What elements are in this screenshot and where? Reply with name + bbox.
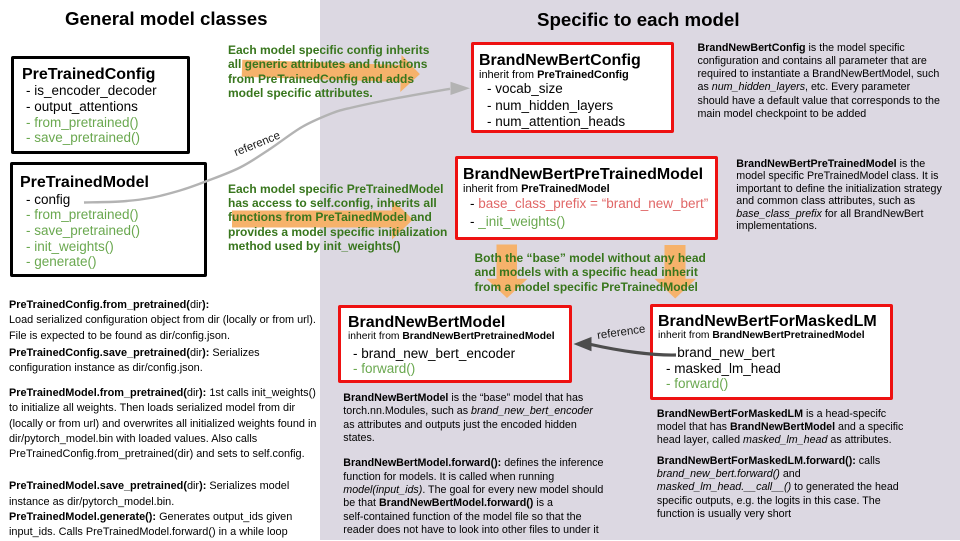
class-title: BrandNewBertPreTrainedModel xyxy=(463,166,704,183)
class-title: BrandNewBertConfig xyxy=(479,52,641,69)
class-title: BrandNewBertForMaskedLM xyxy=(658,312,877,330)
inherit-from-line: inherit from PreTrainedModel xyxy=(463,183,610,195)
class-box-brandnewbertmodel: BrandNewBertModel inherit from BrandNewB… xyxy=(338,305,572,383)
inherit-from-line: inherit from BrandNewBertPretrainedModel xyxy=(348,331,555,342)
description-brandnewbertformaskedlm: BrandNewBertForMaskedLM is a head-specif… xyxy=(656,407,904,446)
class-title: PreTrainedModel xyxy=(20,173,149,191)
reference-label-top: reference xyxy=(232,129,283,159)
class-members: - brand_new_bert_encoder- forward() xyxy=(353,345,516,377)
heading-general-model-classes: General model classes xyxy=(65,8,268,29)
inherit-from-line: inherit from BrandNewBertPretrainedModel xyxy=(658,329,865,341)
heading-specific-to-each-model: Specific to each model xyxy=(537,8,740,30)
description-brandnewbertmodel: BrandNewBertModel is the “base” model th… xyxy=(343,392,593,444)
doc-pretrainedconfig-save-pretrained: PreTrainedConfig.save_pretrained(dir): S… xyxy=(9,346,260,375)
inherit-from-line: inherit from PreTrainedConfig xyxy=(479,69,629,81)
class-box-brandnewbertconfig: BrandNewBertConfig inherit from PreTrain… xyxy=(471,42,674,133)
doc-pretrainedconfig-from-pretrained: PreTrainedConfig.from_pretrained(dir):Lo… xyxy=(9,298,316,342)
class-box-brandnewbertpretrainedmodel: BrandNewBertPreTrainedModel inherit from… xyxy=(455,156,718,240)
class-members: brand_new_bert- masked_lm_head- forward(… xyxy=(666,345,781,392)
class-members: - is_encoder_decoder- output_attentions-… xyxy=(26,83,157,146)
class-box-brandnewbertformaskedlm: BrandNewBertForMaskedLM inherit from Bra… xyxy=(650,304,893,400)
description-brandnewbertconfig: BrandNewBertConfig is the model specific… xyxy=(697,42,940,120)
class-box-pretrainedmodel: PreTrainedModel - config- from_pretraine… xyxy=(10,162,207,277)
class-members: - config- from_pretrained()- save_pretra… xyxy=(26,191,141,270)
class-title: PreTrainedConfig xyxy=(22,66,156,84)
class-box-pretrainedconfig: PreTrainedConfig - is_encoder_decoder- o… xyxy=(11,56,190,154)
description-brandnewbertmodel-forward: BrandNewBertModel.forward(): defines the… xyxy=(343,457,604,536)
description-brandnewbertformaskedlm-forward: BrandNewBertForMaskedLM.forward(): calls… xyxy=(656,455,899,520)
doc-pretrainedmodel-save-pretrained: PreTrainedModel.save_pretrained(dir): Se… xyxy=(9,480,290,508)
class-title: BrandNewBertModel xyxy=(348,314,506,331)
class-members: - vocab_size- num_hidden_layers- num_att… xyxy=(487,81,626,129)
doc-pretrainedmodel-generate: PreTrainedModel.generate(): Generates ou… xyxy=(9,510,293,539)
doc-pretrainedmodel-from-pretrained: PreTrainedModel.from_pretrained(dir): 1s… xyxy=(9,386,317,461)
class-members: - base_class_prefix = “brand_new_bert”- … xyxy=(470,196,709,229)
